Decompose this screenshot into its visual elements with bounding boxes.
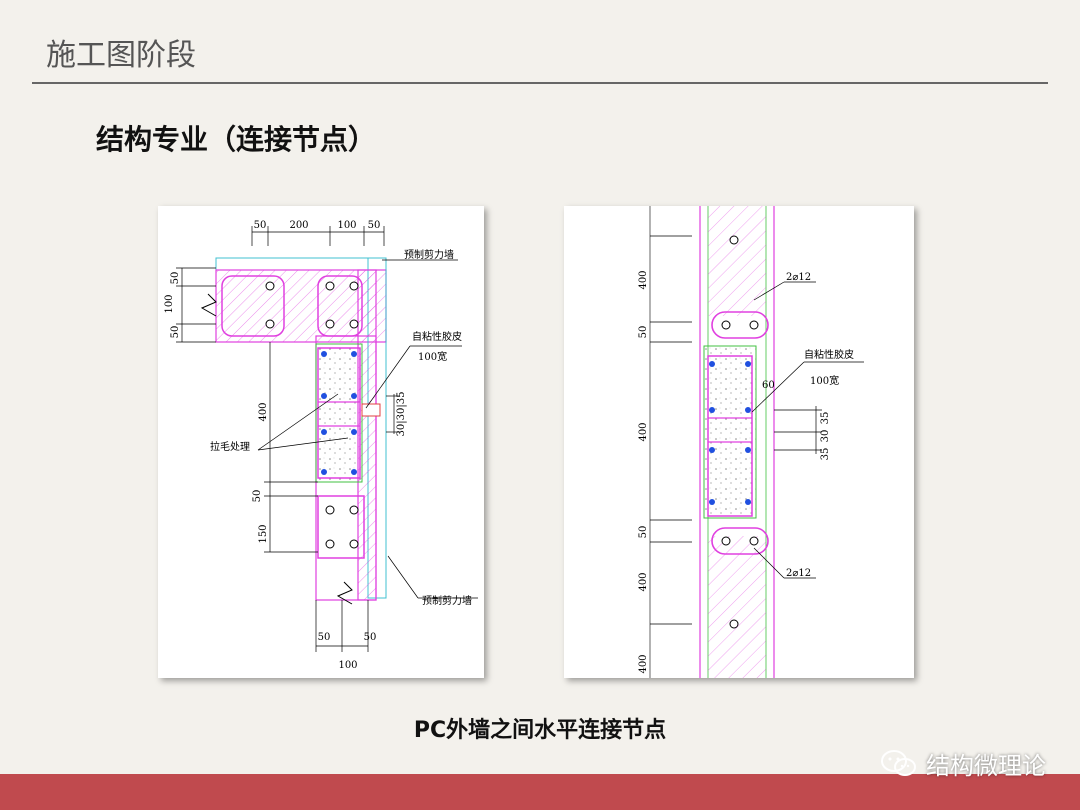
label-precast-wall-bottom: 预制剪力墙 [422, 594, 472, 607]
dim-vert-50: 50 [252, 490, 263, 503]
watermark: 结构微理论 [880, 746, 1046, 781]
dim-right-35-b: 35 [820, 448, 831, 461]
header-divider [32, 82, 1048, 84]
left-detail-svg: 50 200 100 50 50 100 50 400 50 150 30|30… [164, 220, 478, 671]
dim-bottom-total: 100 [338, 660, 357, 671]
dim-bottom-1: 50 [318, 632, 331, 643]
label-tape-width: 100宽 [810, 374, 839, 387]
figure-caption: PC外墙之间水平连接节点 [413, 718, 667, 743]
right-detail-drawing: 400 50 400 50 400 400 2⌀12 自粘性胶皮 100宽 60… [564, 206, 914, 678]
dim-bottom-2: 50 [364, 632, 377, 643]
dim-vert-150: 150 [258, 524, 269, 543]
cast-in-place-zone [315, 343, 363, 483]
dim-vert-50-a: 50 [638, 326, 649, 339]
label-precast-wall-top: 预制剪力墙 [404, 248, 454, 261]
section-title: 结构专业（连接节点） [96, 123, 377, 156]
dim-60: 60 [762, 380, 775, 391]
dim-top-4: 50 [368, 220, 381, 231]
dim-right-30: 30 [820, 430, 831, 443]
dim-top-3: 100 [337, 220, 356, 231]
right-detail-svg: 400 50 400 50 400 400 2⌀12 自粘性胶皮 100宽 60… [638, 206, 864, 678]
dim-left-1: 50 [170, 272, 181, 285]
label-roughening: 拉毛处理 [210, 440, 250, 453]
label-self-adhesive-tape: 自粘性胶皮 [804, 348, 854, 361]
dim-left-2: 100 [164, 294, 175, 313]
dim-vert-400-b: 400 [638, 422, 649, 441]
dim-vert-400-a: 400 [638, 270, 649, 289]
bottom-band [0, 774, 1080, 810]
dim-vert-400-d: 400 [638, 654, 649, 673]
rebar-loop-top [711, 311, 769, 339]
label-tape-width: 100宽 [418, 350, 447, 363]
watermark-text: 结构微理论 [926, 752, 1046, 780]
dim-left-3: 50 [170, 326, 181, 339]
page-title: 施工图阶段 [46, 38, 196, 73]
dim-vert-400: 400 [258, 402, 269, 421]
dim-vert-400-c: 400 [638, 572, 649, 591]
dim-top-1: 50 [254, 220, 267, 231]
dim-right-stack: 30|30|35 [396, 392, 407, 437]
left-detail-drawing: 50 200 100 50 50 100 50 400 50 150 30|30… [158, 206, 484, 678]
label-rebar-bottom: 2⌀12 [786, 568, 811, 579]
wechat-icon [881, 749, 916, 776]
label-rebar-top: 2⌀12 [786, 272, 811, 283]
dim-vert-50-b: 50 [638, 526, 649, 539]
rebar-loop-bottom [711, 527, 769, 555]
label-self-adhesive-tape: 自粘性胶皮 [412, 330, 462, 343]
dim-top-2: 200 [289, 220, 308, 231]
dim-right-35-a: 35 [820, 412, 831, 425]
cast-in-place-zone [703, 345, 757, 519]
